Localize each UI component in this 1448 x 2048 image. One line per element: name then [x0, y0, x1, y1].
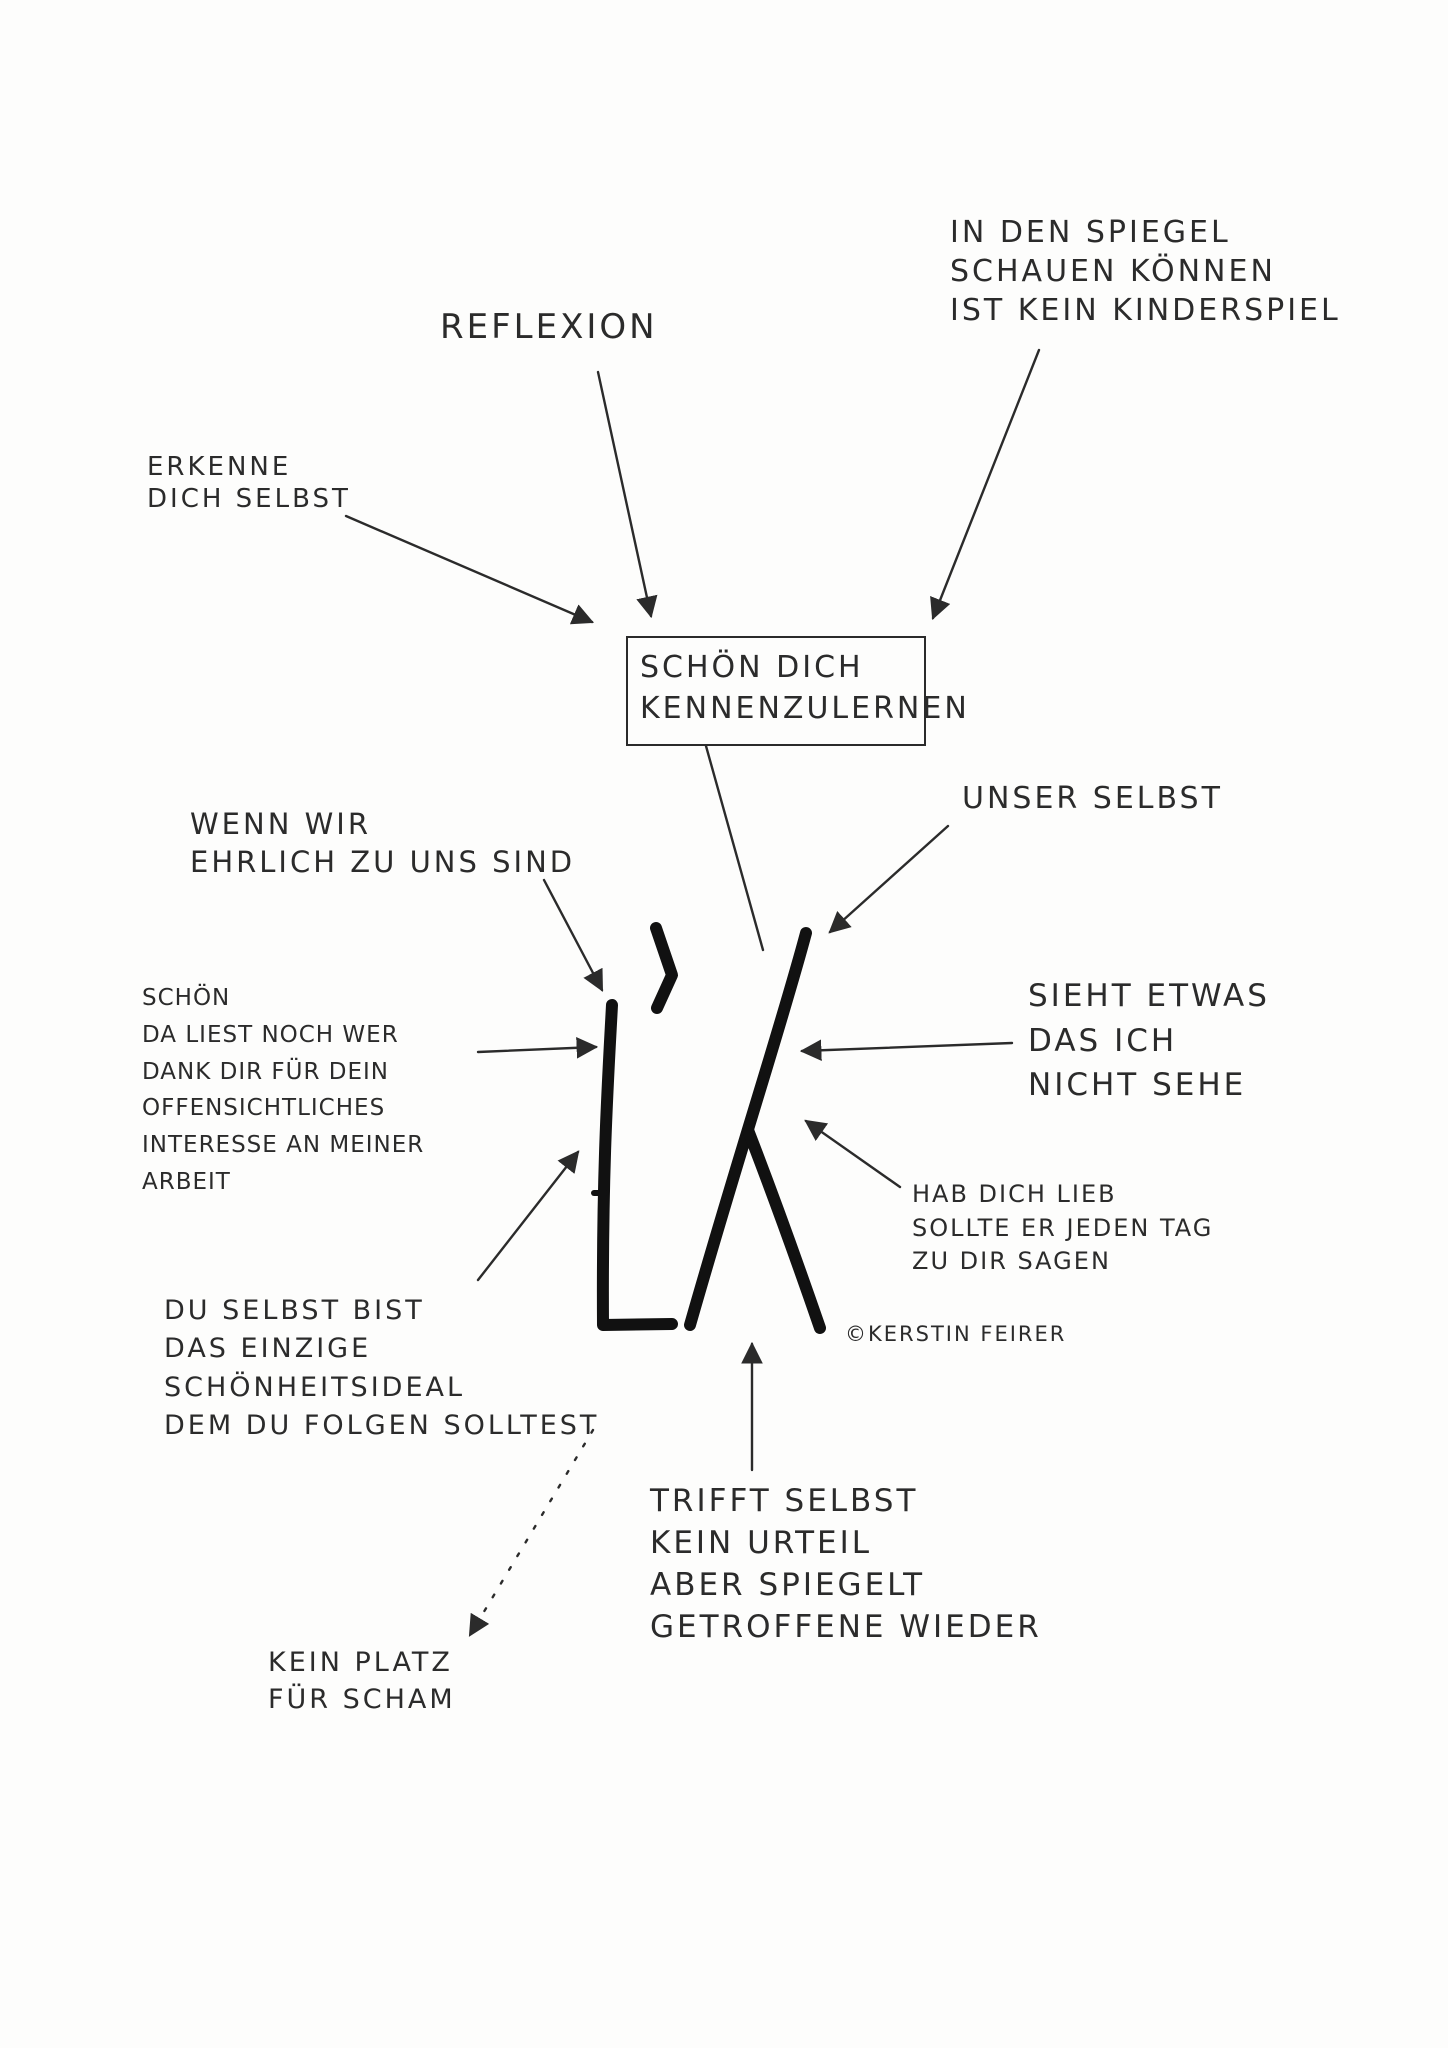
note-danke-line-6: ARBEIT: [142, 1168, 231, 1195]
note-ehrlich-line-2: EHRLICH ZU UNS SIND: [190, 844, 576, 879]
note-sieht-line-3: NICHT SEHE: [1028, 1067, 1247, 1104]
arrow-reflexion: [596, 370, 658, 619]
note-ideal-line-2: DAS EINZIGE: [164, 1333, 372, 1365]
arrow-ehrlich: [542, 878, 604, 992]
note-ideal-line-4: DEM DU FOLGEN SOLLTEST: [164, 1409, 600, 1441]
note-lieb-line-1: HAB DICH LIEB: [912, 1180, 1117, 1208]
note-unser-line-1: UNSER SELBST: [962, 781, 1223, 816]
note-lieb-line-3: ZU DIR SAGEN: [912, 1247, 1111, 1276]
note-ideal-line-1: DU SELBST BIST: [164, 1295, 425, 1326]
speech-box-text: SCHÖN DICH KENNENZULERNEN: [640, 648, 970, 729]
note-erkenne-line-1: ERKENNE: [147, 452, 292, 482]
note-lieb: HAB DICH LIEB SOLLTE ER JEDEN TAG ZU DIR…: [912, 1178, 1213, 1279]
copyright-credit: ©KERSTIN FEIRER: [845, 1322, 1067, 1346]
note-danke-line-5: INTERESSE AN MEINER: [142, 1132, 425, 1159]
note-erkenne-line-2: DICH SELBST: [147, 483, 351, 514]
note-danke: SCHÖN DA LIEST NOCH WER DANK DIR FÜR DEI…: [142, 980, 424, 1201]
speech-pointer: [704, 744, 765, 952]
arrow-spiegel: [930, 348, 1041, 621]
note-ehrlich-line-1: WENN WIR: [190, 807, 371, 841]
arrow-sieht: [799, 1039, 1014, 1062]
note-ideal-line-3: SCHÖNHEITSIDEAL: [164, 1371, 466, 1403]
note-ehrlich: WENN WIR EHRLICH ZU UNS SIND: [190, 806, 575, 881]
note-erkenne: ERKENNE DICH SELBST: [147, 452, 351, 515]
arrow-unser: [828, 824, 950, 934]
arrow-erkenne: [344, 514, 594, 625]
note-urteil-line-3: ABER SPIEGELT: [650, 1567, 926, 1604]
note-urteil-line-2: KEIN URTEIL: [650, 1525, 873, 1562]
note-sieht-line-2: DAS ICH: [1028, 1022, 1178, 1059]
figure-left-body: [596, 999, 678, 1331]
note-unser: UNSER SELBST: [962, 778, 1223, 821]
note-reflexion-line-1: REFLEXION: [440, 307, 658, 347]
figure-right-back: [742, 1124, 826, 1334]
note-danke-line-3: DANK DIR FÜR DEIN: [142, 1058, 390, 1085]
figure-right-front: [684, 927, 812, 1331]
note-ideal: DU SELBST BIST DAS EINZIGE SCHÖNHEITSIDE…: [164, 1292, 599, 1445]
note-urteil-line-1: TRIFFT SELBST: [650, 1483, 919, 1519]
arrow-scham-dotted: [468, 1428, 595, 1637]
note-scham-line-1: KEIN PLATZ: [268, 1647, 453, 1678]
note-spiegel-line-2: SCHAUEN KÖNNEN: [950, 254, 1276, 289]
note-sieht-line-1: SIEHT ETWAS: [1028, 978, 1270, 1014]
note-spiegel-line-3: IST KEIN KINDERSPIEL: [950, 293, 1341, 328]
note-scham-line-2: FÜR SCHAM: [268, 1683, 456, 1715]
note-spiegel-line-1: IN DEN SPIEGEL: [950, 215, 1231, 250]
speech-box: SCHÖN DICH KENNENZULERNEN: [626, 636, 970, 746]
note-danke-line-2: DA LIEST NOCH WER: [142, 1021, 399, 1048]
note-spiegel: IN DEN SPIEGEL SCHAUEN KÖNNEN IST KEIN K…: [950, 213, 1341, 330]
arrow-danke: [476, 1037, 599, 1059]
speech-line-1: SCHÖN DICH: [640, 650, 864, 685]
figure-left-head: [650, 922, 678, 1014]
note-sieht: SIEHT ETWAS DAS ICH NICHT SEHE: [1028, 974, 1270, 1108]
note-urteil-line-4: GETROFFENE WIEDER: [650, 1609, 1042, 1646]
arrow-ideal: [476, 1150, 580, 1282]
note-reflexion: REFLEXION: [440, 303, 658, 351]
note-lieb-line-2: SOLLTE ER JEDEN TAG: [912, 1213, 1214, 1242]
note-danke-line-1: SCHÖN: [142, 985, 231, 1011]
speech-line-2: KENNENZULERNEN: [640, 690, 970, 726]
note-urteil: TRIFFT SELBST KEIN URTEIL ABER SPIEGELT …: [650, 1480, 1042, 1649]
note-scham: KEIN PLATZ FÜR SCHAM: [268, 1645, 456, 1718]
note-danke-line-4: OFFENSICHTLICHES: [142, 1095, 386, 1122]
arrow-lieb: [804, 1119, 902, 1189]
